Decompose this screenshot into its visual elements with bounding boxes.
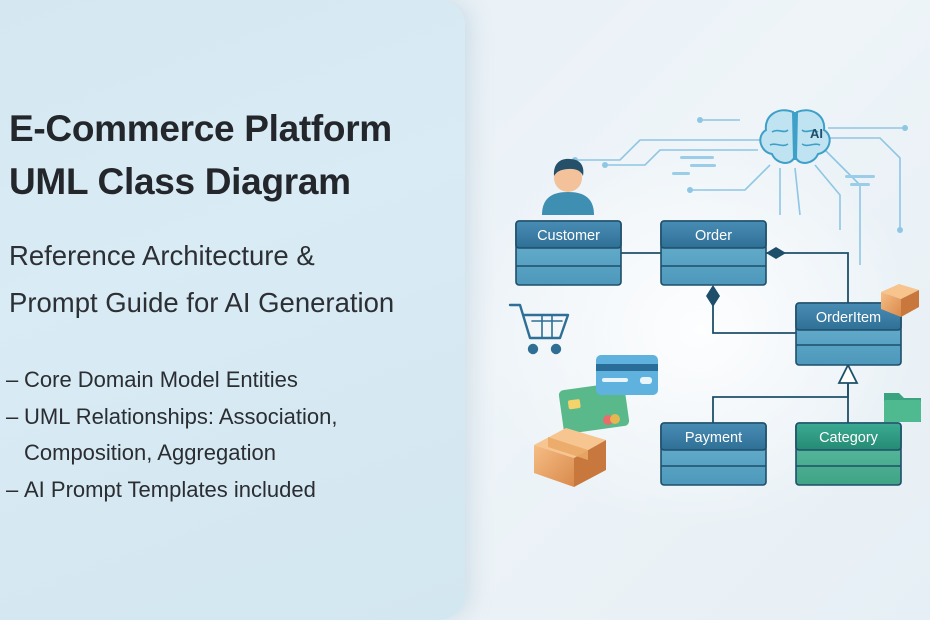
code-snippets <box>672 156 875 186</box>
credit-card-icon <box>558 382 630 434</box>
class-name-order: Order <box>695 228 732 244</box>
class-category: Category <box>795 422 902 486</box>
user-icon <box>542 158 594 215</box>
feature-item-continuation: Composition, Aggregation <box>6 435 337 471</box>
aggregation-diamond <box>706 285 720 307</box>
feature-item-text: Composition, Aggregation <box>24 440 276 465</box>
title-line-2: UML Class Diagram <box>9 161 351 202</box>
subtitle-line-2: Prompt Guide for AI Generation <box>9 287 395 318</box>
composition-diamond <box>766 247 786 259</box>
class-orderitem: OrderItem <box>795 302 902 366</box>
page-title: E-Commerce Platform UML Class Diagram <box>9 102 392 208</box>
package-box-icon <box>534 428 606 487</box>
feature-item: –AI Prompt Templates included <box>6 471 337 508</box>
ai-badge-text: AI <box>810 126 823 141</box>
shopping-cart-icon <box>508 303 570 355</box>
aggregation-order-orderitem <box>712 296 796 334</box>
credit-card-icon <box>596 355 658 395</box>
subtitle-line-1: Reference Architecture & <box>9 240 315 271</box>
feature-item-text: UML Relationships: Association, <box>24 404 338 429</box>
class-name-payment: Payment <box>685 430 742 446</box>
bullet-dash: – <box>6 477 19 502</box>
package-box-icon <box>881 284 919 317</box>
bullet-dash: – <box>6 404 19 429</box>
left-panel <box>0 0 465 620</box>
class-name-orderitem: OrderItem <box>816 310 881 326</box>
class-name-category: Category <box>819 430 879 446</box>
page-subtitle: Reference Architecture & Prompt Guide fo… <box>9 232 394 326</box>
feature-list: –Core Domain Model Entities –UML Relatio… <box>6 361 337 508</box>
class-customer: Customer <box>515 220 622 286</box>
folder-icon <box>884 393 921 422</box>
ai-brain-icon: AI <box>759 109 831 164</box>
class-payment: Payment <box>660 422 767 486</box>
generalization-arrow <box>837 362 859 384</box>
feature-item: –UML Relationships: Association, <box>6 398 337 435</box>
feature-item: –Core Domain Model Entities <box>6 361 337 398</box>
composition-order-orderitem <box>766 252 849 303</box>
relationship-lines <box>621 252 849 423</box>
feature-item-text: AI Prompt Templates included <box>24 477 316 502</box>
class-order: Order <box>660 220 767 286</box>
class-name-customer: Customer <box>537 228 600 244</box>
feature-item-text: Core Domain Model Entities <box>24 367 298 392</box>
bullet-dash: – <box>6 367 19 392</box>
title-line-1: E-Commerce Platform <box>9 108 392 149</box>
